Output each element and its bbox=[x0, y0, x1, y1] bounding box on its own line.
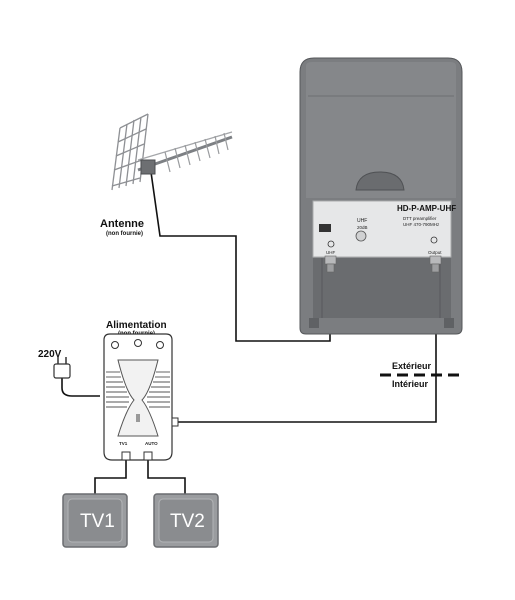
tv1-label: TV1 bbox=[80, 511, 115, 532]
power-supply-port-right-label: AUTO bbox=[145, 441, 158, 446]
amplifier-unit: HD-P-AMP-UHF DTT preamplifier UHF 470-79… bbox=[299, 57, 463, 335]
tv2: TV2 bbox=[153, 493, 219, 548]
power-supply-port-left-label: TV1 bbox=[119, 441, 128, 446]
amplifier-port-in-label: UHF bbox=[326, 250, 335, 255]
mount-hole-right-icon bbox=[156, 341, 164, 349]
amplifier-output-connector[interactable] bbox=[429, 255, 442, 273]
outside-label: Extérieur bbox=[392, 361, 432, 371]
power-supply-label: Alimentation bbox=[106, 320, 167, 331]
power-cord bbox=[61, 376, 100, 397]
antenna-icon bbox=[111, 113, 233, 191]
power-plug-icon bbox=[53, 357, 71, 379]
amplifier-port-out-label: Output bbox=[428, 250, 442, 255]
amplifier-input-band: UHF bbox=[357, 218, 367, 224]
tv2-screen bbox=[158, 498, 214, 543]
ce-mark-icon bbox=[319, 224, 331, 232]
amplifier-panel bbox=[312, 200, 452, 258]
antenna-note: (non fournie) bbox=[106, 231, 143, 237]
amplifier-cavity bbox=[313, 258, 451, 318]
power-supply-unit: TV1 AUTO bbox=[103, 333, 179, 461]
power-supply-input-connector[interactable] bbox=[171, 417, 179, 427]
tv1-screen bbox=[67, 498, 123, 543]
tv2-label: TV2 bbox=[170, 511, 205, 532]
amplifier-latch bbox=[355, 171, 405, 191]
voltage-label: 220V bbox=[38, 349, 62, 360]
tv1: TV1 bbox=[62, 493, 128, 548]
amplifier-description: DTT preamplifier bbox=[403, 216, 437, 221]
mount-hole-center-icon bbox=[134, 339, 142, 347]
amplifier-gain: 20dB bbox=[357, 225, 368, 230]
power-supply-center-panel bbox=[117, 359, 159, 437]
antenna-directors bbox=[164, 132, 229, 173]
mount-hole-left-icon bbox=[111, 341, 119, 349]
cable-power-supply-to-tv1 bbox=[94, 460, 127, 494]
amplifier-frequency: UHF 470-790MHz bbox=[403, 222, 440, 227]
gain-knob[interactable] bbox=[355, 230, 367, 242]
input-port-symbol-icon bbox=[327, 240, 335, 248]
cable-power-supply-to-tv2 bbox=[147, 460, 186, 494]
amplifier-input-connector[interactable] bbox=[324, 255, 337, 273]
power-supply-tv1-connector[interactable] bbox=[121, 451, 131, 461]
output-port-symbol-icon bbox=[430, 236, 438, 244]
antenna-label: Antenne bbox=[100, 218, 144, 230]
antenna-reflector bbox=[111, 113, 149, 191]
inside-label: Intérieur bbox=[392, 379, 429, 389]
antenna-clamp bbox=[140, 159, 156, 175]
amplifier-model: HD-P-AMP-UHF bbox=[397, 204, 456, 213]
power-supply-vents bbox=[106, 371, 170, 408]
power-led-icon bbox=[136, 414, 140, 422]
power-supply-tv2-connector[interactable] bbox=[143, 451, 153, 461]
